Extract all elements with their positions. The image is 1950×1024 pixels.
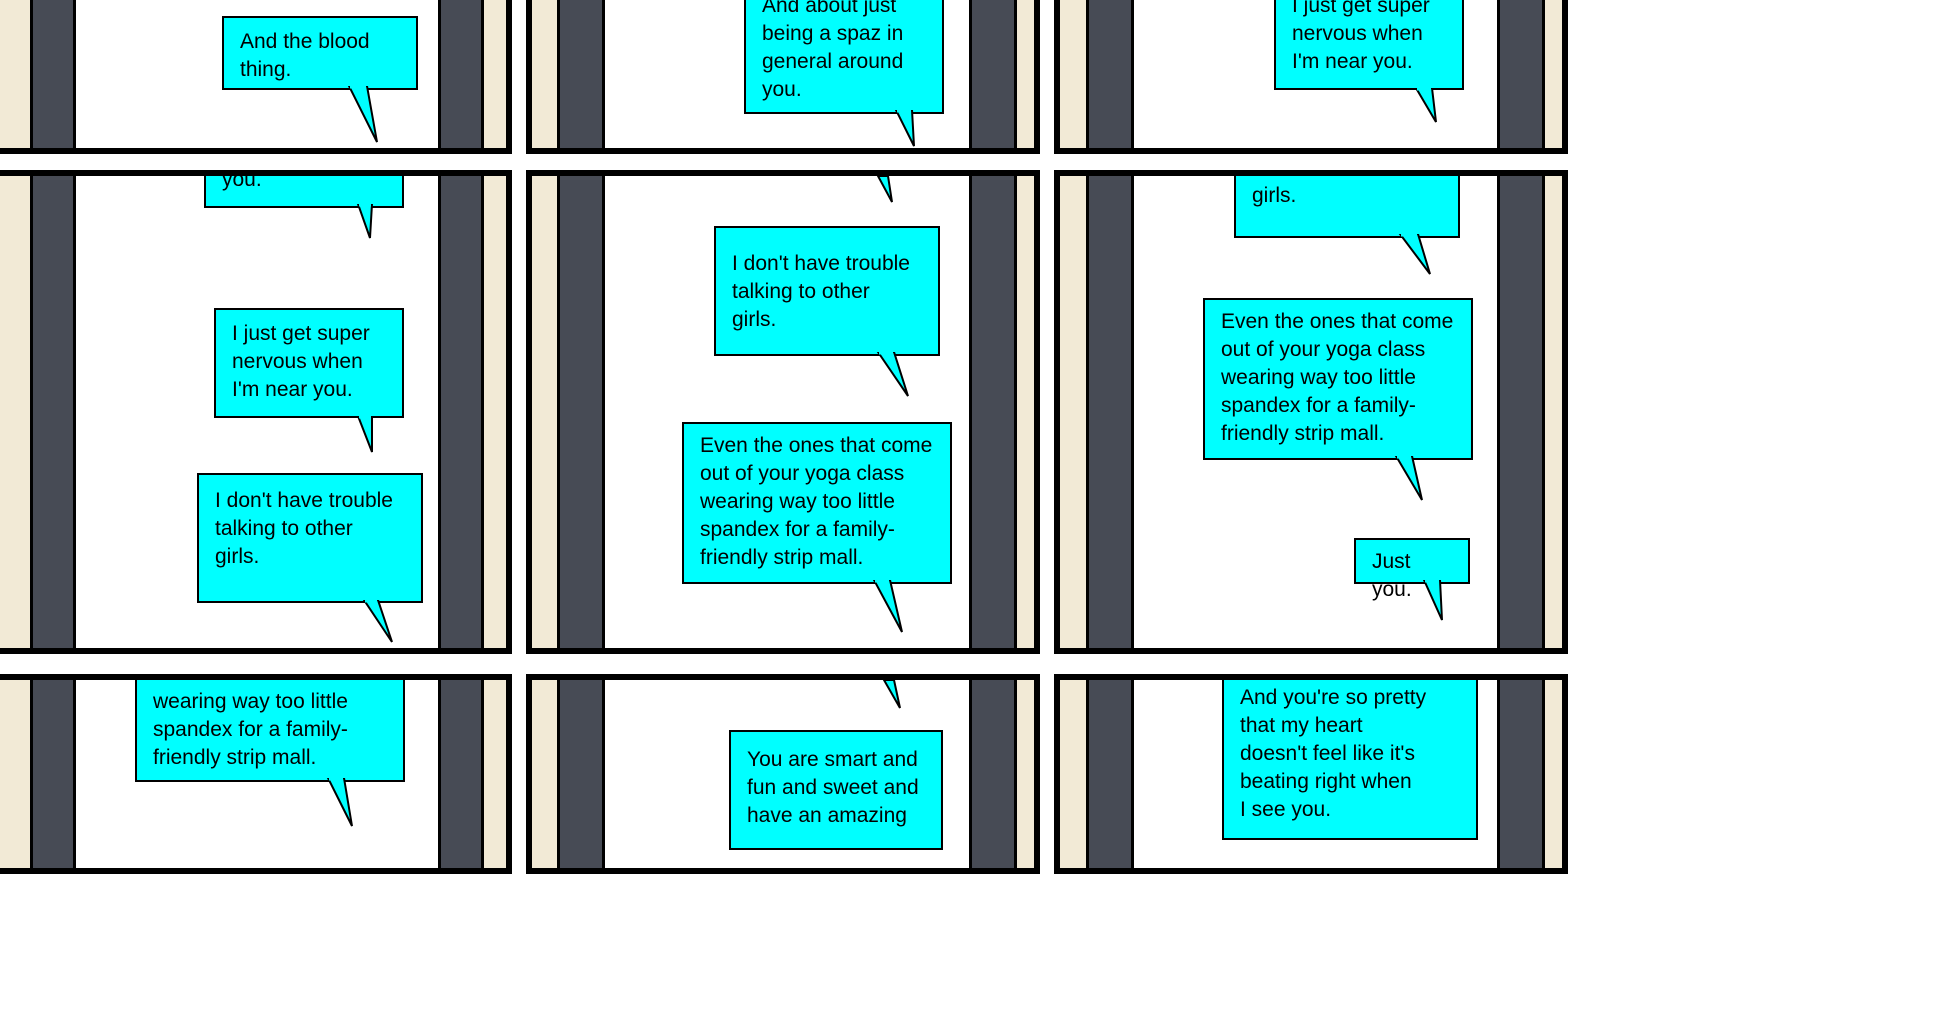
comic-panel-4: you. I just get super nervous when I'm n…	[0, 170, 512, 654]
speech-bubble-tail	[876, 352, 912, 398]
speech-bubble: And the blood thing.	[222, 16, 418, 90]
speech-bubble: Just you.	[1354, 538, 1470, 601]
speech-bubble-tail	[872, 580, 906, 634]
comic-panel-7: wearing way too little spandex for a fam…	[0, 674, 512, 874]
speech-bubble-tail	[894, 110, 922, 148]
speech-bubble: wearing way too little spandex for a fam…	[135, 680, 405, 782]
speech-bubble-tail	[356, 416, 378, 454]
speech-bubble: I just get super nervous when I'm near y…	[214, 308, 404, 418]
comic-panel-9: And you're so pretty that my heart doesn…	[1054, 674, 1568, 874]
comic-panel-6: girls. Even the ones that come out of yo…	[1054, 170, 1568, 654]
speech-bubble: I don't have trouble talking to other gi…	[197, 473, 423, 603]
speech-bubble-tail	[347, 86, 381, 144]
speech-bubble: Even the ones that come out of your yoga…	[1203, 298, 1473, 460]
speech-bubble-tail	[1414, 88, 1440, 124]
comic-panel-3: I just get super nervous when I'm near y…	[1054, 0, 1568, 154]
speech-bubble-tail	[362, 600, 396, 644]
speech-bubble: And about just being a spaz in general a…	[744, 0, 944, 114]
speech-bubble: You are smart and fun and sweet and have…	[729, 730, 943, 850]
speech-bubble-tail	[1398, 234, 1434, 276]
comic-panel-8: You are smart and fun and sweet and have…	[526, 674, 1040, 874]
speech-bubble: And you're so pretty that my heart doesn…	[1222, 680, 1478, 840]
comic-panel-1: And the blood thing.	[0, 0, 512, 154]
speech-bubble-tail	[1394, 456, 1426, 502]
speech-bubble-tail	[876, 176, 898, 204]
speech-bubble-tail	[356, 204, 378, 240]
speech-bubble-tail	[326, 778, 356, 828]
speech-bubble-tail	[1422, 580, 1448, 622]
comic-panel-2: And about just being a spaz in general a…	[526, 0, 1040, 154]
speech-bubble: girls.	[1234, 176, 1460, 238]
speech-bubble-tail	[882, 680, 904, 710]
speech-bubble: I just get super nervous when I'm near y…	[1274, 0, 1464, 90]
comic-panel-5: I don't have trouble talking to other gi…	[526, 170, 1040, 654]
speech-bubble: you.	[204, 176, 404, 208]
speech-bubble: Even the ones that come out of your yoga…	[682, 422, 952, 584]
speech-bubble: I don't have trouble talking to other gi…	[714, 226, 940, 356]
